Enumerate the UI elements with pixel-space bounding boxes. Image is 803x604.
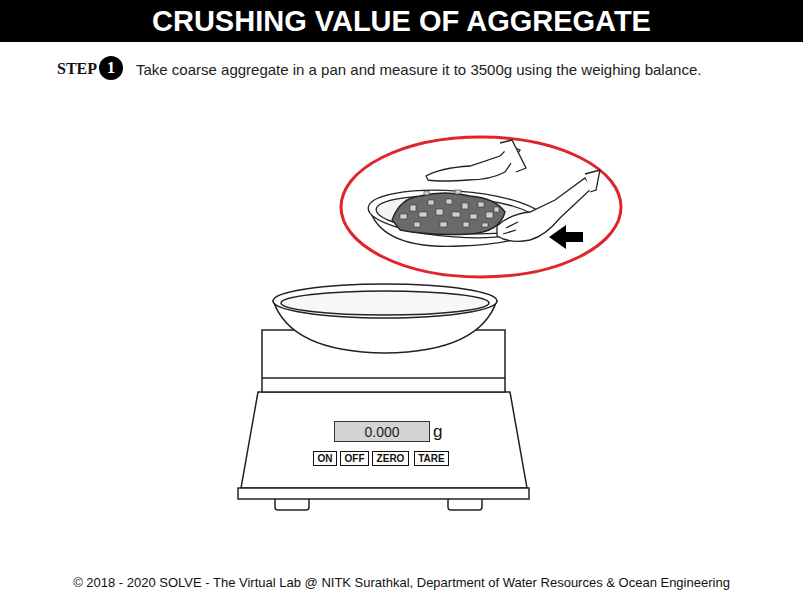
- hands: [426, 140, 600, 241]
- copyright-footer: © 2018 - 2020 SOLVE - The Virtual Lab @ …: [0, 575, 803, 590]
- balance-button-text: ON: [318, 453, 333, 464]
- unit-label: g: [433, 422, 442, 442]
- display-readout-text: 0.000: [364, 424, 399, 440]
- balance-button-text: OFF: [345, 453, 365, 464]
- pointer-arrow: [549, 225, 583, 249]
- display-readout: 0.000: [334, 421, 430, 442]
- weighing-balance: [238, 284, 529, 510]
- step-instruction: Take coarse aggregate in a pan and measu…: [136, 61, 701, 78]
- balance-button-text: ZERO: [377, 453, 405, 464]
- balance-button-text: TARE: [418, 453, 444, 464]
- page-title: CRUSHING VALUE OF AGGREGATE: [0, 0, 803, 42]
- balance-button: ON: [313, 451, 337, 466]
- balance-button: TARE: [414, 451, 449, 466]
- balance-button: OFF: [340, 451, 369, 466]
- step-word: STEP: [57, 60, 97, 78]
- balance-button: ZERO: [372, 451, 409, 466]
- step-number-circle: 1: [99, 56, 123, 80]
- highlight-ellipse: [341, 137, 621, 277]
- step-number-circle-text: 1: [107, 58, 116, 78]
